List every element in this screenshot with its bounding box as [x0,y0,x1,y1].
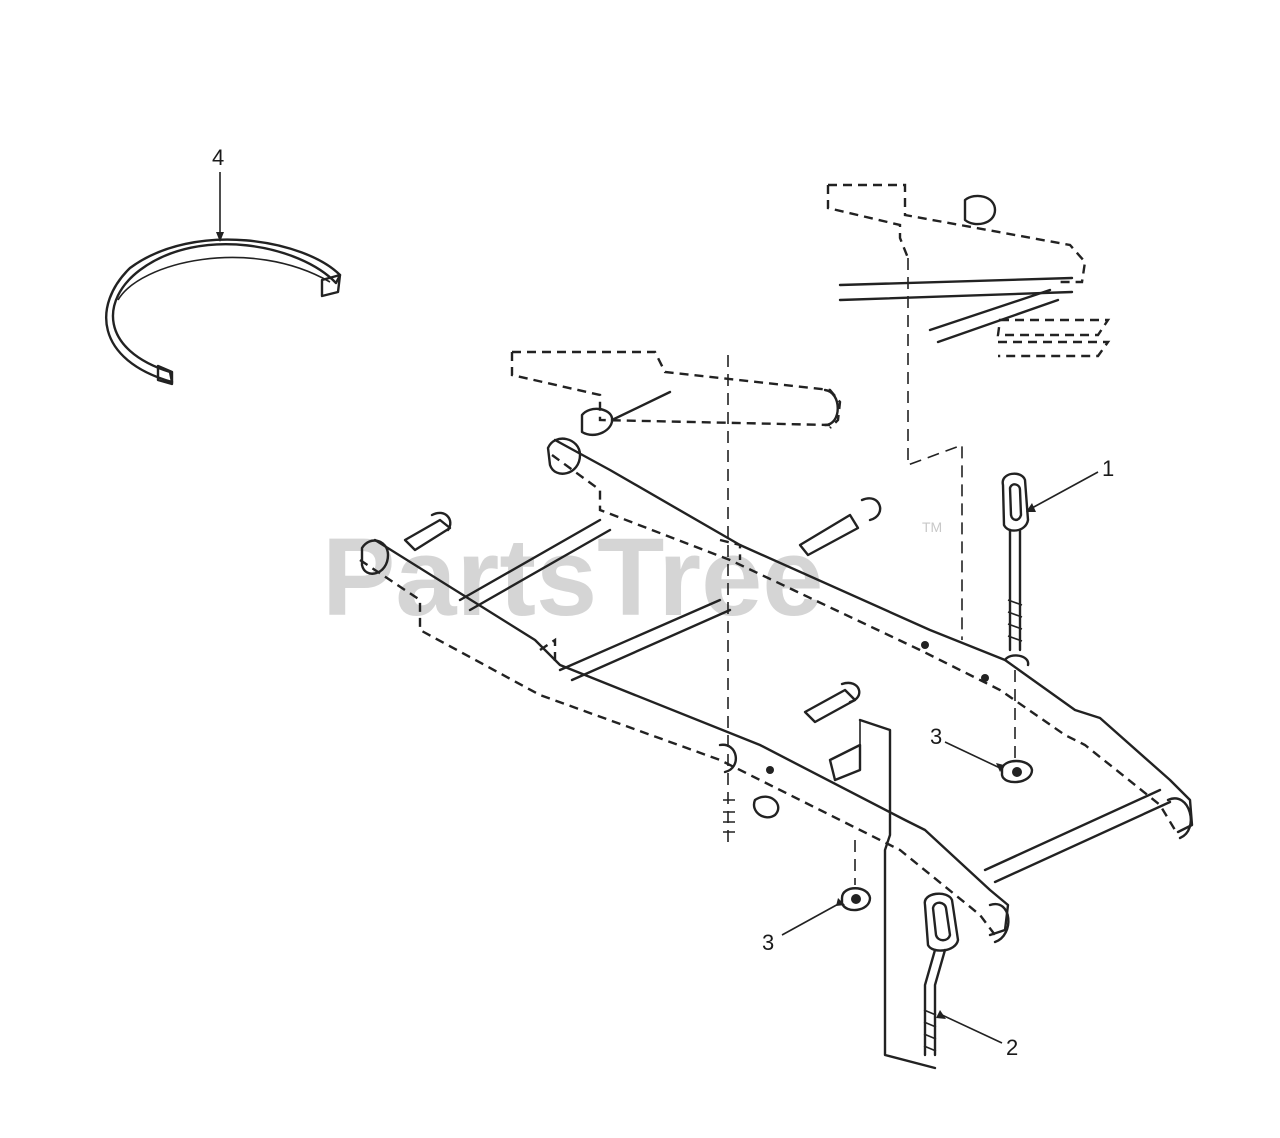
leader-lines [216,172,1099,1044]
callout-3-lower: 3 [762,930,774,955]
callout-1: 1 [1102,456,1114,481]
part-3-nut-upper [1000,759,1034,784]
upper-frame-assembly [510,183,1111,437]
watermark-trademark: TM [922,519,942,535]
callout-labels: 4 1 3 3 2 [212,145,1114,1060]
part-1-eye-bolt [1001,472,1030,667]
reference-marks [723,799,735,833]
callout-4: 4 [212,145,224,170]
bolts-and-pins [403,497,882,819]
lower-frame-assembly [359,437,1194,944]
callout-3-upper: 3 [930,724,942,749]
callout-2: 2 [1006,1035,1018,1060]
part-2-eye-bolt [923,892,960,1057]
part-3-nut-lower [840,887,872,912]
part-4-curved-guide [105,238,342,386]
vertical-bracket-plate [858,718,937,1070]
